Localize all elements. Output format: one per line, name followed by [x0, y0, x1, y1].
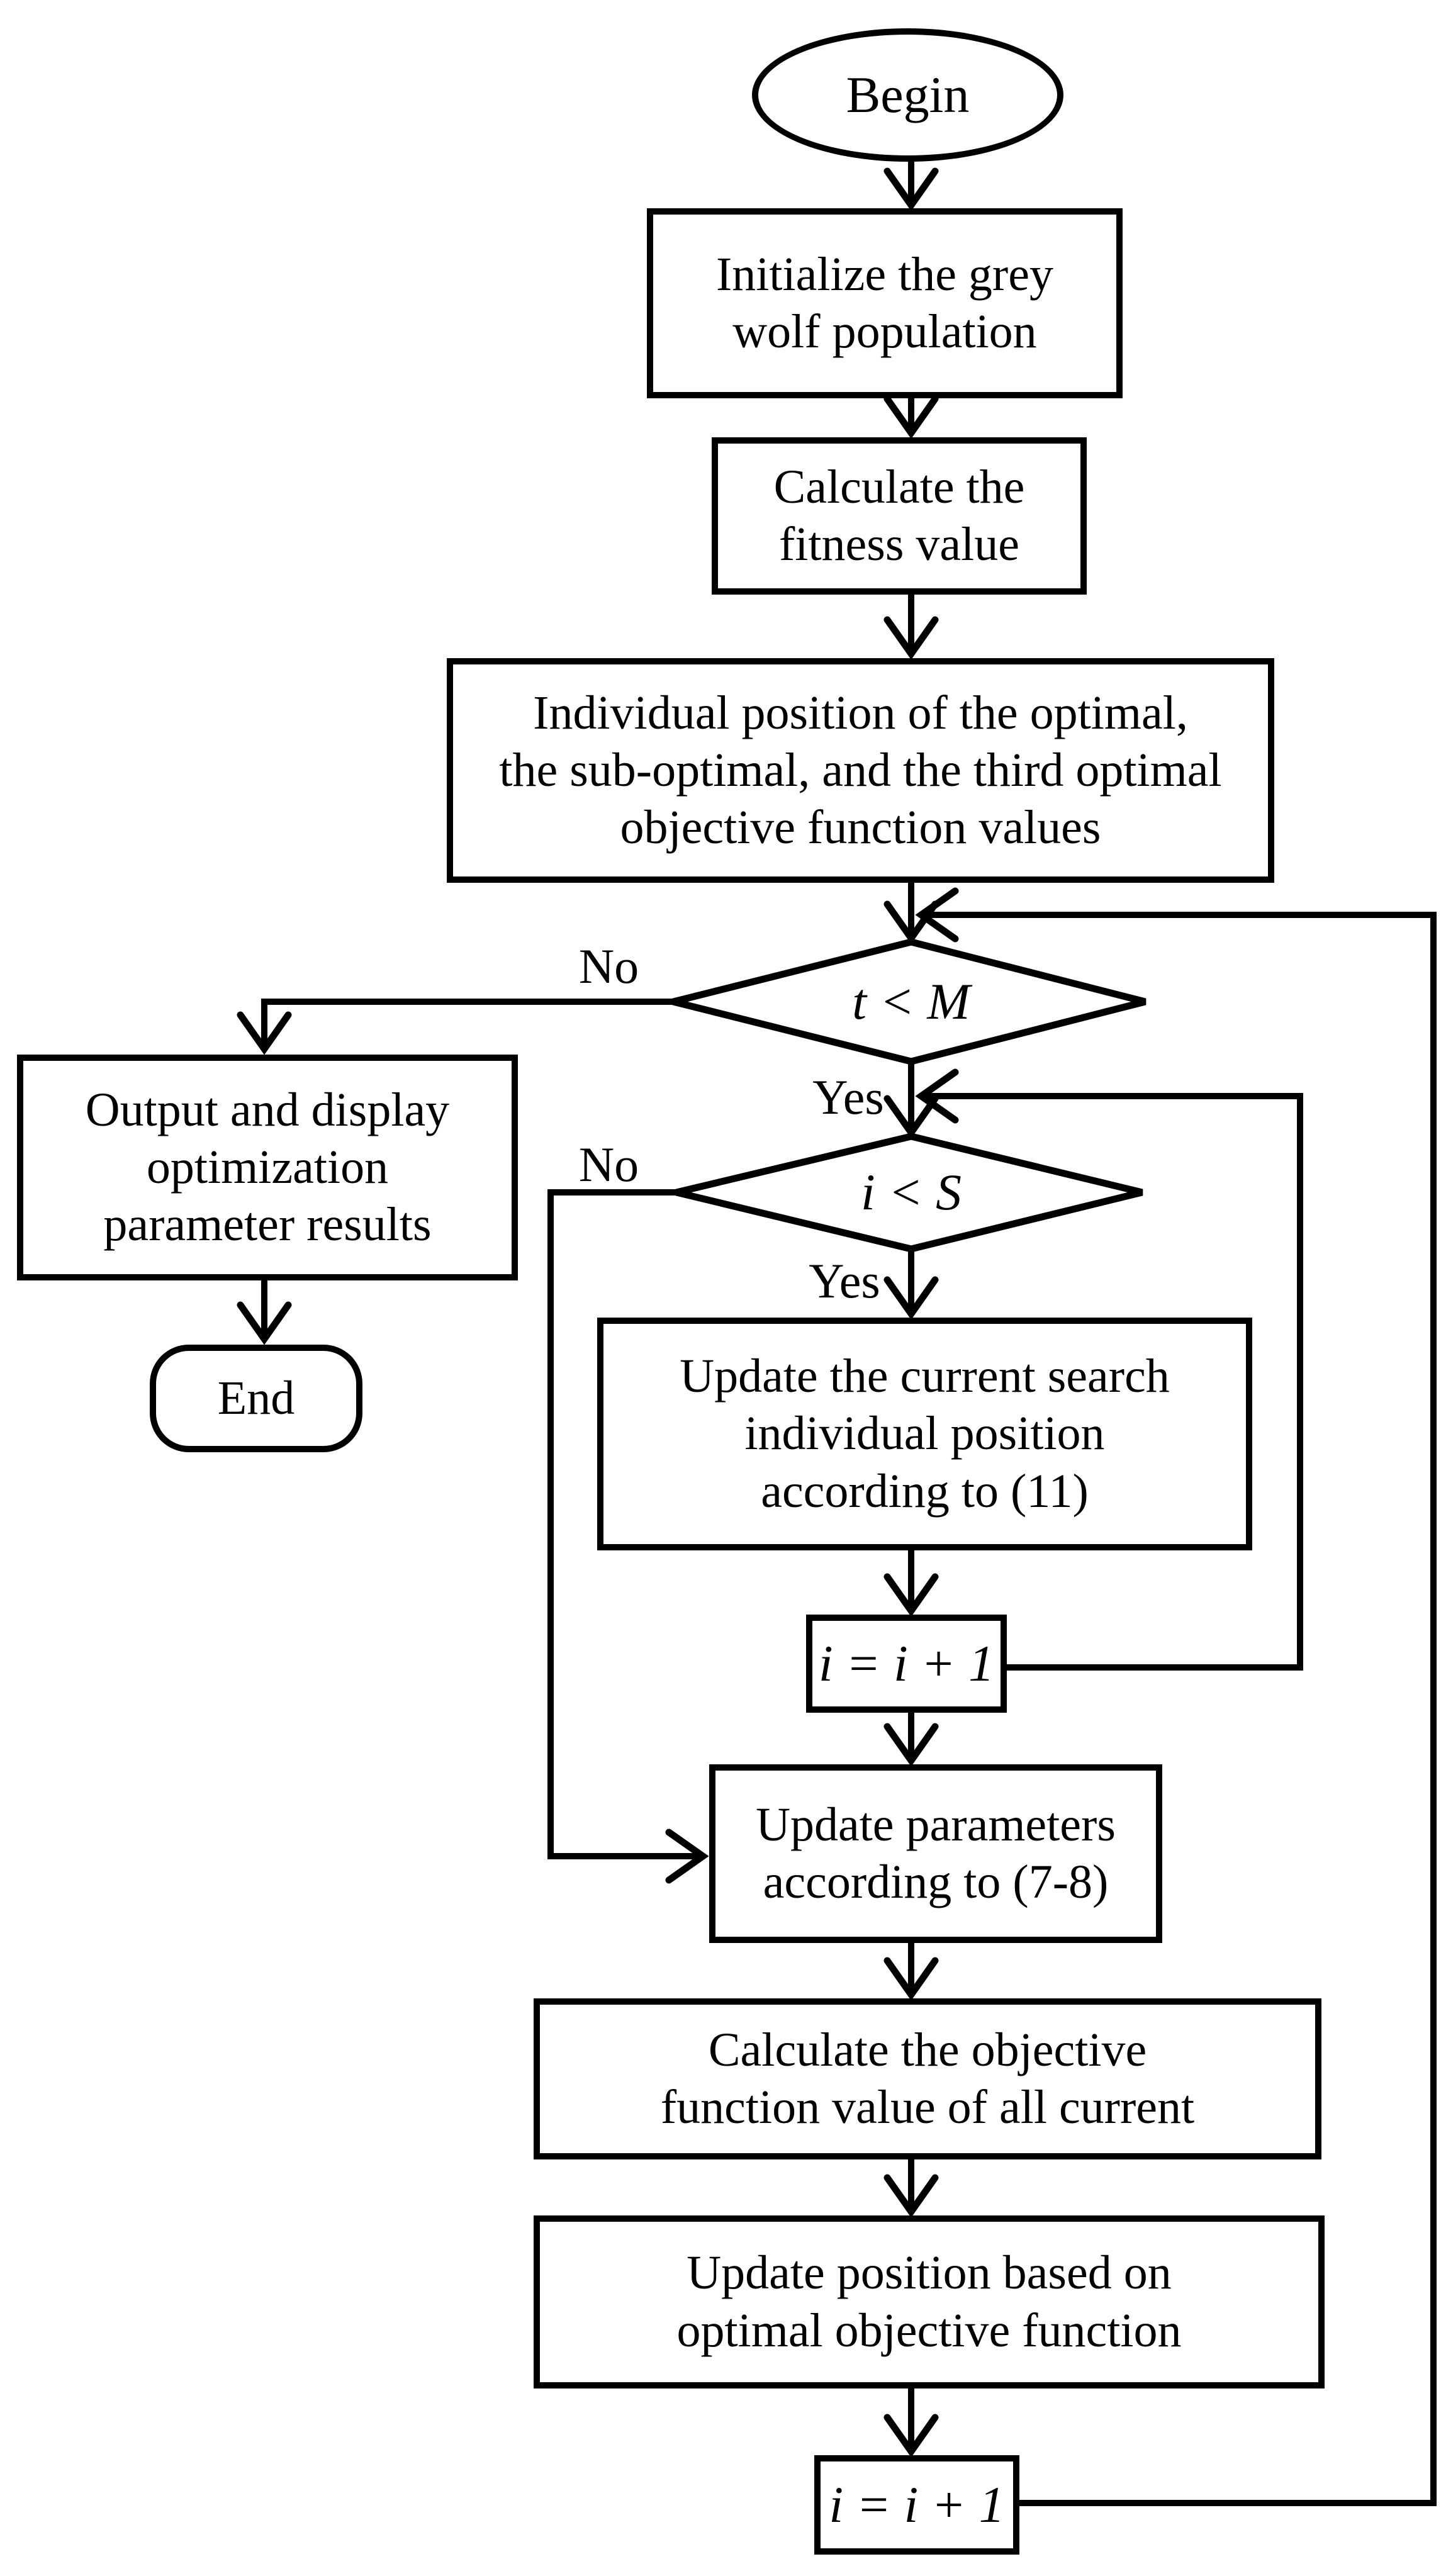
- node-update-search: Update the current search individual pos…: [597, 1318, 1252, 1550]
- node-fitness: Calculate the fitness value: [712, 437, 1087, 595]
- edge-label-t-yes: Yes: [812, 1070, 884, 1124]
- node-increment-inner: i = i + 1: [806, 1615, 1007, 1713]
- node-individual: Individual position of the optimal, the …: [447, 658, 1274, 883]
- edge-decision-t-no: [237, 999, 676, 1055]
- node-begin: Begin: [752, 28, 1063, 162]
- node-update-params: Update parameters according to (7-8): [709, 1764, 1162, 1943]
- decision-i-shape: [675, 1133, 1143, 1253]
- node-decision-i: i < S: [860, 1163, 962, 1221]
- edge-outer-loop: [915, 887, 1437, 2506]
- node-update-position: Update position based on optimal objecti…: [534, 2215, 1325, 2388]
- decision-t-shape: [672, 938, 1147, 1065]
- node-calc-objective: Calculate the objective function value o…: [534, 1998, 1321, 2159]
- edge-inner-loop: [915, 1068, 1303, 1671]
- node-initialize: Initialize the grey wolf population: [647, 208, 1123, 398]
- edge-label-i-no: No: [578, 1137, 639, 1192]
- node-output: Output and display optimization paramete…: [17, 1055, 518, 1280]
- edge-label-i-yes: Yes: [809, 1253, 880, 1308]
- node-increment-outer: i = i + 1: [814, 2455, 1019, 2555]
- node-end: End: [150, 1345, 362, 1452]
- node-decision-t: t < M: [852, 972, 970, 1030]
- edge-label-t-no: No: [578, 939, 639, 994]
- edge-decision-i-no: [547, 1189, 709, 1884]
